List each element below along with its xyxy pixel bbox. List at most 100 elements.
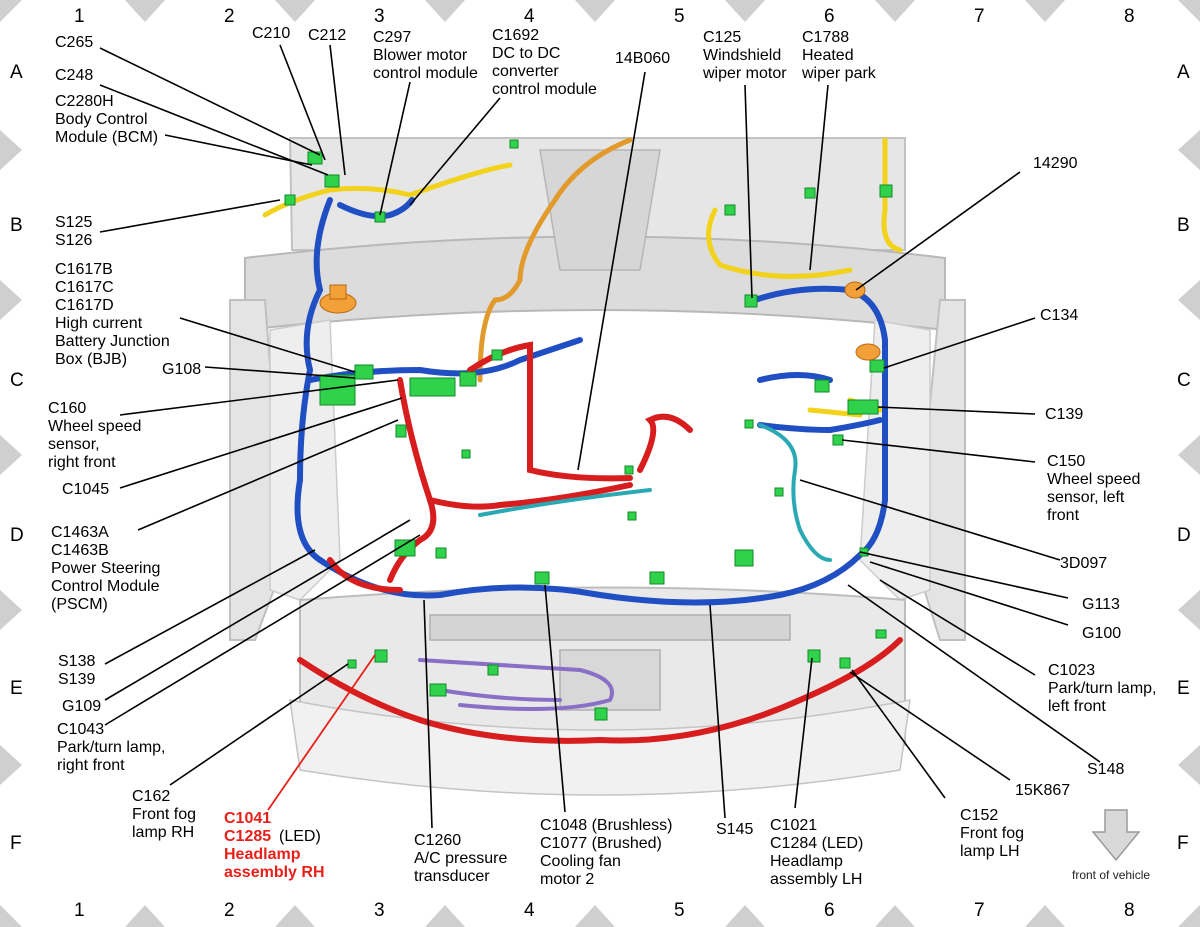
label-c134: C134 <box>1040 307 1078 324</box>
label-c297-2: Blower motor <box>373 47 468 64</box>
label-c1692-4: control module <box>492 81 597 98</box>
grid-col-8-bottom: 8 <box>1124 900 1135 921</box>
grid-col-5: 5 <box>674 6 685 27</box>
label-c150-2: Wheel speed <box>1047 471 1140 488</box>
label-g109: G109 <box>62 698 101 715</box>
front-of-vehicle-label: front of vehicle <box>1072 868 1150 882</box>
grid-col-2: 2 <box>224 6 235 27</box>
label-c1692-2: DC to DC <box>492 45 560 62</box>
front-of-vehicle-indicator: front of vehicle <box>1072 809 1150 882</box>
label-s145: S145 <box>716 821 753 838</box>
label-c1021-4: assembly LH <box>770 871 862 888</box>
label-bjb-2: C1617C <box>55 279 114 296</box>
harness-purple <box>418 658 614 711</box>
grid-row-f: F <box>10 833 22 854</box>
grid-col-1-bottom: 1 <box>74 900 85 921</box>
label-c162-2: Front fog <box>132 806 196 823</box>
label-bjb-4: High current <box>55 315 143 332</box>
label-c1260-2: A/C pressure <box>414 850 507 867</box>
label-bjb-1: C1617B <box>55 261 113 278</box>
grid-col-1: 1 <box>74 6 85 27</box>
label-pscm-3: Power Steering <box>51 560 160 577</box>
label-c1021-1: C1021 <box>770 817 817 834</box>
grid-col-6: 6 <box>824 6 835 27</box>
grid-col-8: 8 <box>1124 6 1135 27</box>
label-c152-3: lamp LH <box>960 843 1020 860</box>
callout-labels: C265 C248 C2280H Body Control Module (BC… <box>48 25 1156 888</box>
label-c1048-4: motor 2 <box>540 871 594 888</box>
vehicle-body <box>229 137 966 796</box>
leader-lines <box>99 44 1101 829</box>
label-c152-2: Front fog <box>960 825 1024 842</box>
label-c212: C212 <box>308 27 346 44</box>
label-3d097: 3D097 <box>1060 555 1107 572</box>
grid-col-2-bottom: 2 <box>224 900 235 921</box>
label-c1043-1: C1043 <box>57 721 104 738</box>
label-c150-4: front <box>1047 507 1080 524</box>
label-c160-2: Wheel speed <box>48 418 141 435</box>
label-c162-3: lamp RH <box>132 824 194 841</box>
label-c150-1: C150 <box>1047 453 1085 470</box>
label-c150-3: sensor, left <box>1047 489 1125 506</box>
grid-row-c: C <box>10 370 24 391</box>
grid-col-3-bottom: 3 <box>374 900 385 921</box>
arrow-down-icon <box>1091 809 1141 862</box>
grid-row-f-right: F <box>1177 833 1189 854</box>
label-pscm-4: Control Module <box>51 578 160 595</box>
label-c1043-2: Park/turn lamp, <box>57 739 165 756</box>
label-c152-1: C152 <box>960 807 998 824</box>
grid-col-7-bottom: 7 <box>974 900 985 921</box>
label-c210: C210 <box>252 25 290 42</box>
label-g113: G113 <box>1082 596 1120 613</box>
label-pscm-1: C1463A <box>51 524 109 541</box>
label-bjb-3: C1617D <box>55 297 114 314</box>
label-c1260-1: C1260 <box>414 832 461 849</box>
label-c1023-1: C1023 <box>1048 662 1095 679</box>
grid-row-a-right: A <box>1177 62 1190 83</box>
label-c125-3: wiper motor <box>702 65 787 82</box>
grid-row-d: D <box>10 525 24 546</box>
label-c1285-led: (LED) <box>279 828 321 845</box>
label-c1041-red: C1041 <box>224 810 271 827</box>
label-c1048-3: Cooling fan <box>540 853 621 870</box>
label-c1788-2: Heated <box>802 47 854 64</box>
label-c1788-1: C1788 <box>802 29 849 46</box>
grid-column-labels-top: 1 2 3 4 5 6 7 8 <box>74 6 1135 27</box>
label-c1043-3: right front <box>57 757 125 774</box>
label-s126: S126 <box>55 232 92 249</box>
label-14290: 14290 <box>1033 155 1078 172</box>
harness-red <box>297 341 903 744</box>
label-headlamp-rh-2: assembly RH <box>224 864 325 881</box>
grid-row-b-right: B <box>1177 215 1190 236</box>
label-c2280h-3: Module (BCM) <box>55 129 158 146</box>
label-c1045: C1045 <box>62 481 109 498</box>
label-c297-1: C297 <box>373 29 411 46</box>
label-g100: G100 <box>1082 625 1121 642</box>
label-c1692-1: C1692 <box>492 27 539 44</box>
label-c139: C139 <box>1045 406 1083 423</box>
label-bjb-6: Box (BJB) <box>55 351 127 368</box>
label-s139: S139 <box>58 671 95 688</box>
label-14b060: 14B060 <box>615 50 670 67</box>
grid-row-labels-left: A B C D E F <box>10 62 24 854</box>
harness-teal <box>478 423 832 562</box>
label-c265: C265 <box>55 34 93 51</box>
label-g108: G108 <box>162 361 201 378</box>
grid-col-6-bottom: 6 <box>824 900 835 921</box>
grid-row-d-right: D <box>1177 525 1191 546</box>
label-s148: S148 <box>1087 761 1124 778</box>
grid-column-labels-bottom: 1 2 3 4 5 6 7 8 <box>74 900 1135 921</box>
grid-col-3: 3 <box>374 6 385 27</box>
grid-col-4: 4 <box>524 6 535 27</box>
label-c125-2: Windshield <box>703 47 781 64</box>
harness-orange <box>477 137 633 383</box>
label-c297-3: control module <box>373 65 478 82</box>
label-c162-1: C162 <box>132 788 170 805</box>
label-c2280h-2: Body Control <box>55 111 148 128</box>
junction-blocks <box>319 281 881 361</box>
connector-markers <box>284 139 893 721</box>
grid-row-e: E <box>10 678 23 699</box>
label-c1285-red: C1285 <box>224 828 271 845</box>
